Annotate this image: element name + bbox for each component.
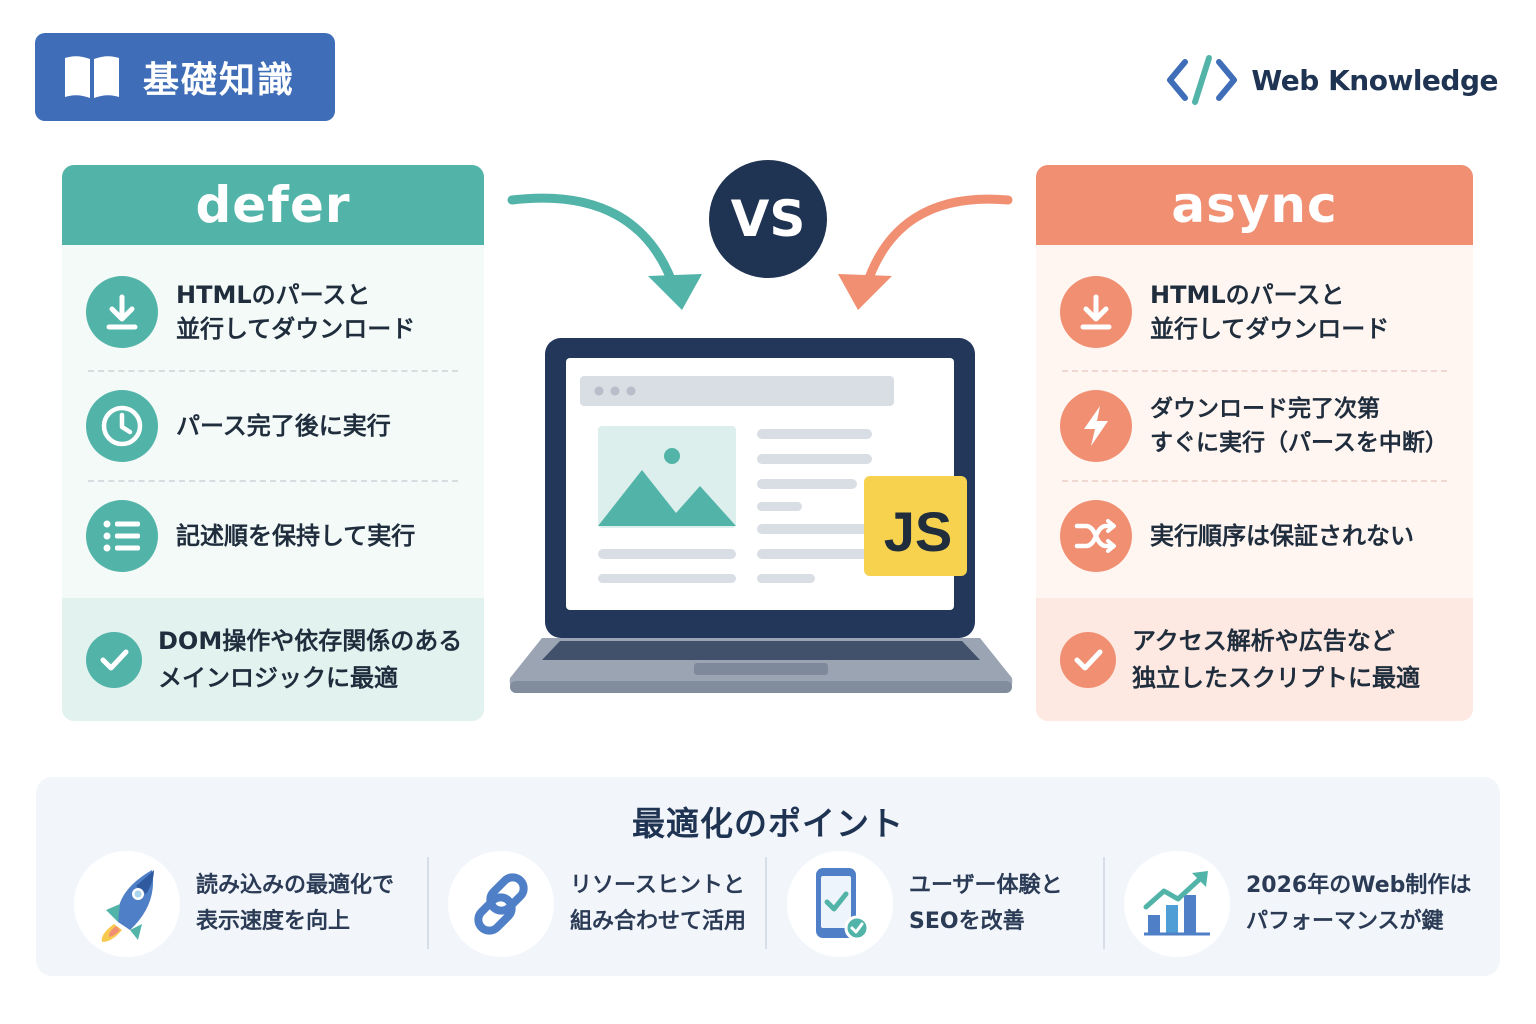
comparison-arrows bbox=[507, 193, 1013, 310]
image-sun bbox=[664, 448, 680, 464]
shuffle-icon bbox=[1060, 500, 1132, 572]
category-label: 基礎知識 bbox=[143, 60, 296, 101]
brand-name: Web Knowledge bbox=[1251, 63, 1498, 97]
defer-panel: defer HTMLのパースと 並行してダウンロード パース完了後に実行 記述順… bbox=[62, 165, 484, 721]
js-badge bbox=[864, 476, 967, 576]
divider bbox=[765, 857, 767, 949]
tip-text: 読み込みの最適化で 表示速度を向上 bbox=[196, 873, 395, 934]
defer-feature-download: HTMLのパースと 並行してダウンロード bbox=[86, 259, 460, 365]
clock-icon bbox=[86, 390, 158, 462]
async-feature-timing: ダウンロード完了次第 すぐに実行（パースを中断） bbox=[1060, 373, 1449, 479]
category-badge: 基礎知識 bbox=[35, 33, 335, 121]
lightning-icon bbox=[1060, 390, 1132, 462]
divider bbox=[88, 370, 458, 372]
js-label: JS bbox=[884, 500, 953, 563]
brand-logo: Web Knowledge bbox=[1165, 52, 1498, 108]
browser-address-bar bbox=[580, 376, 894, 406]
defer-arrowhead bbox=[648, 274, 702, 310]
optimization-tips: 最適化のポイント 読み込みの最適化で 表示速度を向上 リソースヒントと 組み合わ bbox=[36, 777, 1500, 976]
async-title: async bbox=[1036, 165, 1473, 245]
tip-item: ユーザー体験と SEOを改善 bbox=[787, 849, 1063, 959]
check-icon bbox=[86, 631, 142, 688]
feature-text: 実行順序は保証されない bbox=[1150, 522, 1414, 550]
image-mountains bbox=[598, 470, 736, 526]
tip-text: 2026年のWeb制作は パフォーマンスが鍵 bbox=[1246, 873, 1472, 934]
download-icon bbox=[86, 276, 158, 348]
growth-chart-icon bbox=[1124, 851, 1230, 957]
feature-text: ダウンロード完了次第 すぐに実行（パースを中断） bbox=[1150, 396, 1448, 456]
mobile-check-icon bbox=[787, 851, 893, 957]
rocket-icon bbox=[74, 851, 180, 957]
async-arrow bbox=[860, 194, 1013, 295]
divider bbox=[1103, 857, 1105, 949]
divider bbox=[1062, 480, 1447, 482]
async-feature-order: 実行順序は保証されない bbox=[1060, 483, 1449, 589]
divider bbox=[427, 857, 429, 949]
divider bbox=[88, 480, 458, 482]
check-icon bbox=[1060, 631, 1116, 688]
code-icon bbox=[1167, 55, 1238, 105]
laptop-illustration: JS bbox=[509, 338, 1013, 693]
book-icon bbox=[65, 56, 119, 98]
tip-text: リソースヒントと 組み合わせて活用 bbox=[570, 873, 747, 934]
defer-best-for: DOM操作や依存関係のある メインロジックに最適 bbox=[62, 598, 484, 721]
async-feature-download: HTMLのパースと 並行してダウンロード bbox=[1060, 259, 1449, 365]
tip-text: ユーザー体験と SEOを改善 bbox=[909, 873, 1063, 934]
tip-item: 2026年のWeb制作は パフォーマンスが鍵 bbox=[1124, 849, 1471, 959]
best-for-text: DOM操作や依存関係のある メインロジックに最適 bbox=[158, 626, 463, 692]
tips-title: 最適化のポイント bbox=[632, 804, 904, 843]
defer-feature-timing: パース完了後に実行 bbox=[86, 373, 460, 479]
vs-badge: VS bbox=[709, 160, 827, 278]
defer-arrow bbox=[507, 193, 680, 295]
async-best-for: アクセス解析や広告など 独立したスクリプトに最適 bbox=[1036, 598, 1473, 721]
feature-text: 記述順を保持して実行 bbox=[176, 522, 416, 550]
async-arrowhead bbox=[838, 274, 892, 310]
best-for-text: アクセス解析や広告など 独立したスクリプトに最適 bbox=[1132, 626, 1420, 692]
feature-text: パース完了後に実行 bbox=[176, 412, 391, 440]
tip-item: リソースヒントと 組み合わせて活用 bbox=[448, 849, 746, 959]
async-panel: async HTMLのパースと 並行してダウンロード ダウンロード完了次第 すぐ… bbox=[1036, 165, 1473, 721]
laptop-trackpad bbox=[694, 663, 828, 675]
list-icon bbox=[86, 500, 158, 572]
link-icon bbox=[448, 851, 554, 957]
defer-title: defer bbox=[62, 165, 484, 245]
divider bbox=[1062, 370, 1447, 372]
tip-item: 読み込みの最適化で 表示速度を向上 bbox=[74, 849, 394, 959]
feature-text: HTMLのパースと 並行してダウンロード bbox=[1150, 281, 1390, 343]
feature-text: HTMLのパースと 並行してダウンロード bbox=[176, 281, 416, 343]
defer-feature-order: 記述順を保持して実行 bbox=[86, 483, 460, 589]
download-icon bbox=[1060, 276, 1132, 348]
